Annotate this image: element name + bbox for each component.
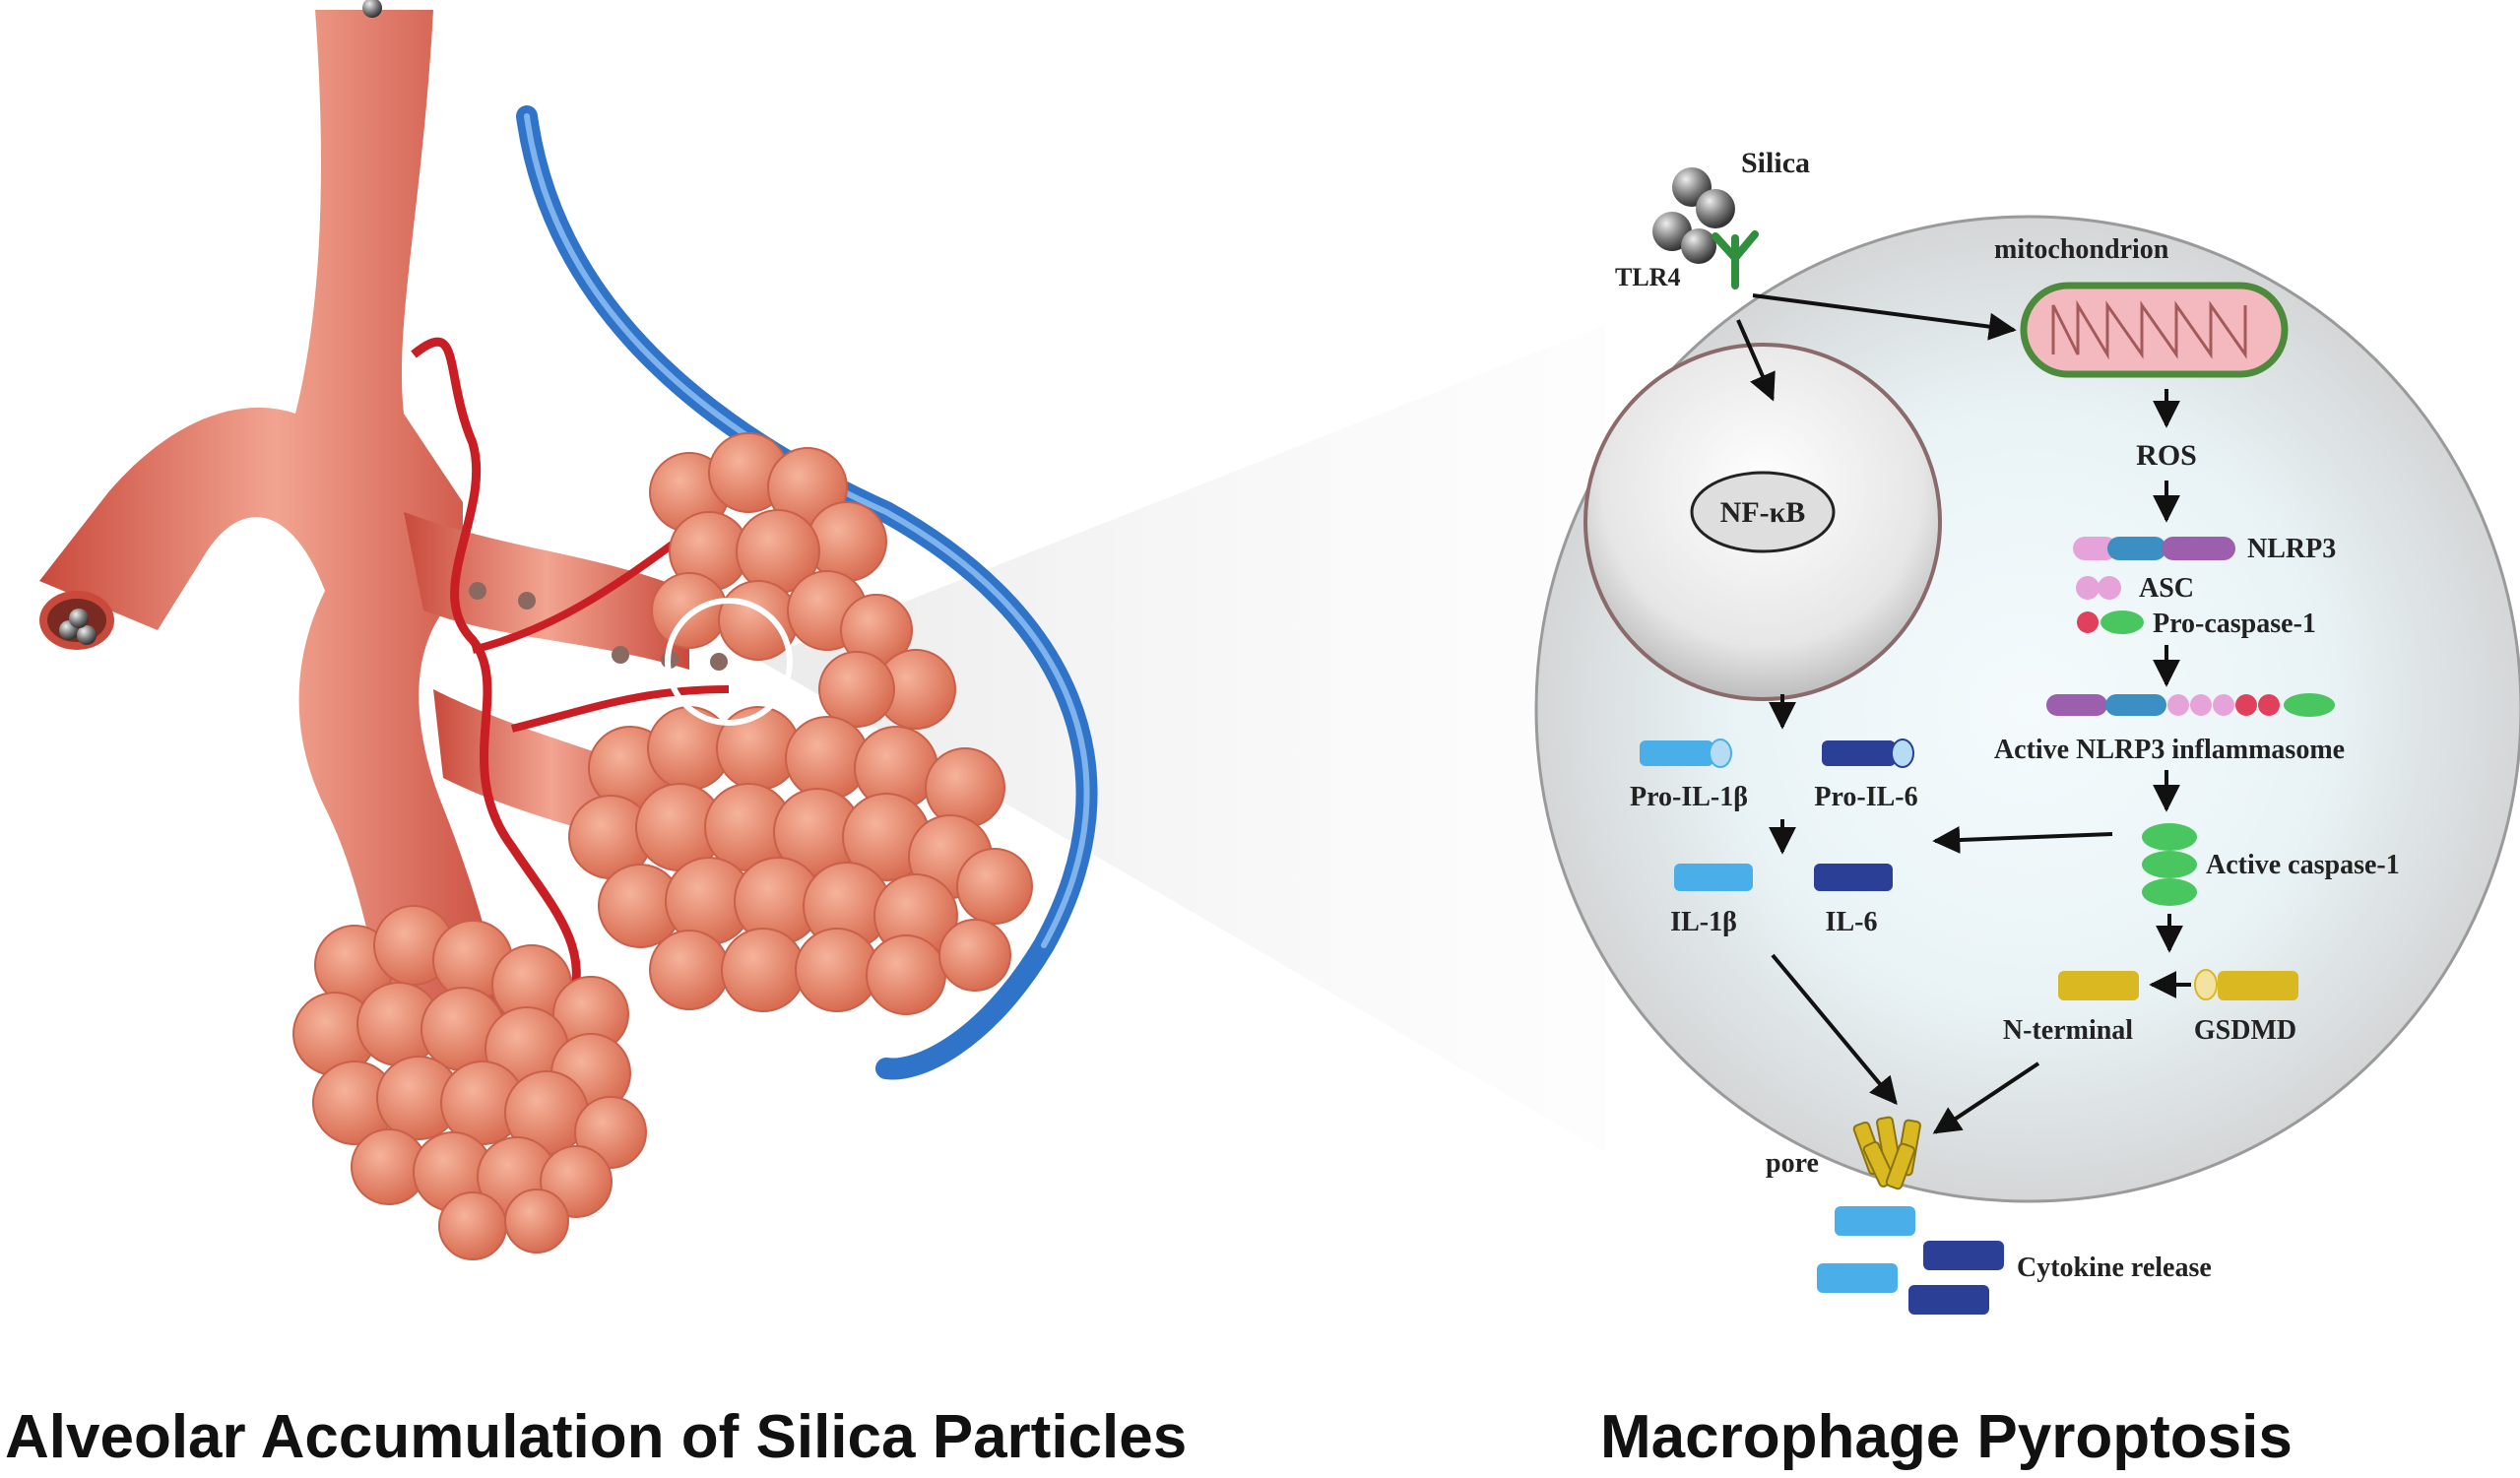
- silica-particle: [362, 0, 382, 18]
- right-caption: Macrophage Pyroptosis: [1600, 1403, 2293, 1471]
- silica-particle: [77, 625, 97, 645]
- artery-trunk: [39, 10, 512, 1044]
- left-caption: Alveolar Accumulation of Silica Particle…: [5, 1403, 1187, 1471]
- gsdmd-label: GSDMD: [2194, 1015, 2296, 1046]
- silica-particle: [469, 582, 486, 600]
- tlr4-label: TLR4: [1615, 263, 1680, 291]
- pro-caspase1-label: Pro-caspase-1: [2153, 609, 2316, 639]
- nfkb-box: [1690, 471, 1836, 553]
- nfkb-label: NF-κB: [1720, 496, 1806, 529]
- asc-protein-icon: [2076, 576, 2121, 600]
- n-terminal-icon: [2058, 971, 2139, 1000]
- active-inflammasome-label: Active NLRP3 inflammasome: [1994, 735, 2345, 765]
- arrow-caspase-to-il: [1932, 826, 2113, 855]
- pro-il1b-label: Pro-IL-1β: [1630, 782, 1748, 812]
- silica-label: Silica: [1741, 147, 1810, 179]
- artery-branch-upper: [404, 512, 689, 670]
- tlr4-receptor-icon: [1712, 230, 1759, 289]
- alveolar-sac-lower: [292, 905, 647, 1260]
- pro-il1b-icon: [1640, 739, 1732, 768]
- silica-particle: [518, 592, 536, 610]
- cytokine-release-label: Cytokine release: [2017, 1253, 2212, 1283]
- ros-label: ROS: [2136, 439, 2197, 472]
- capillary: [411, 337, 581, 1006]
- il1b-label: IL-1β: [1670, 907, 1737, 937]
- capillary: [472, 528, 692, 654]
- gsdmd-pore-icon: [1852, 1116, 1921, 1190]
- active-caspase1-icon: [2142, 823, 2197, 906]
- pro-il6-icon: [1822, 739, 1914, 768]
- nlrp3-label: NLRP3: [2247, 534, 2336, 564]
- inflammasome-icon: [2046, 693, 2335, 717]
- mitochondrion-label: mitochondrion: [1994, 234, 2169, 265]
- released-cytokines-icon: [1817, 1206, 2004, 1315]
- pore-label: pore: [1766, 1148, 1819, 1179]
- arrow-tlr4-to-nucleus: [1736, 319, 1776, 402]
- silica-particle: [69, 609, 89, 628]
- alveolar-sac-upper: [649, 432, 956, 730]
- vein-highlight: [524, 113, 1090, 948]
- arrow-tlr4-to-mito: [1752, 293, 2017, 341]
- gsdmd-icon: [2194, 969, 2298, 1000]
- arrow-nterminal-to-pore: [1932, 1061, 2040, 1134]
- il6-label: IL-6: [1826, 907, 1878, 937]
- arrow-il-to-pore: [1771, 953, 1898, 1106]
- silica-particle: [612, 646, 629, 664]
- pro-il6-label: Pro-IL-6: [1814, 782, 1917, 812]
- il1b-icon: [1674, 864, 1753, 891]
- zoom-cone: [758, 325, 1605, 1152]
- active-caspase1-label: Active caspase-1: [2206, 850, 2400, 880]
- silica-particle: [710, 653, 728, 671]
- nucleus: [1583, 343, 1942, 701]
- n-terminal-label: N-terminal: [2003, 1015, 2133, 1046]
- pro-caspase1-icon: [2077, 610, 2144, 634]
- asc-label: ASC: [2139, 573, 2194, 604]
- alveolar-sac-middle: [568, 706, 1033, 1015]
- capillary: [511, 685, 730, 733]
- zoom-circle: [665, 598, 793, 726]
- silica-particles: [1652, 167, 1735, 264]
- mitochondrion-icon: [2020, 282, 2289, 378]
- alveolar-illustration: [39, 0, 1605, 1260]
- il6-icon: [1814, 864, 1893, 891]
- nlrp3-protein-icon: [2073, 537, 2235, 560]
